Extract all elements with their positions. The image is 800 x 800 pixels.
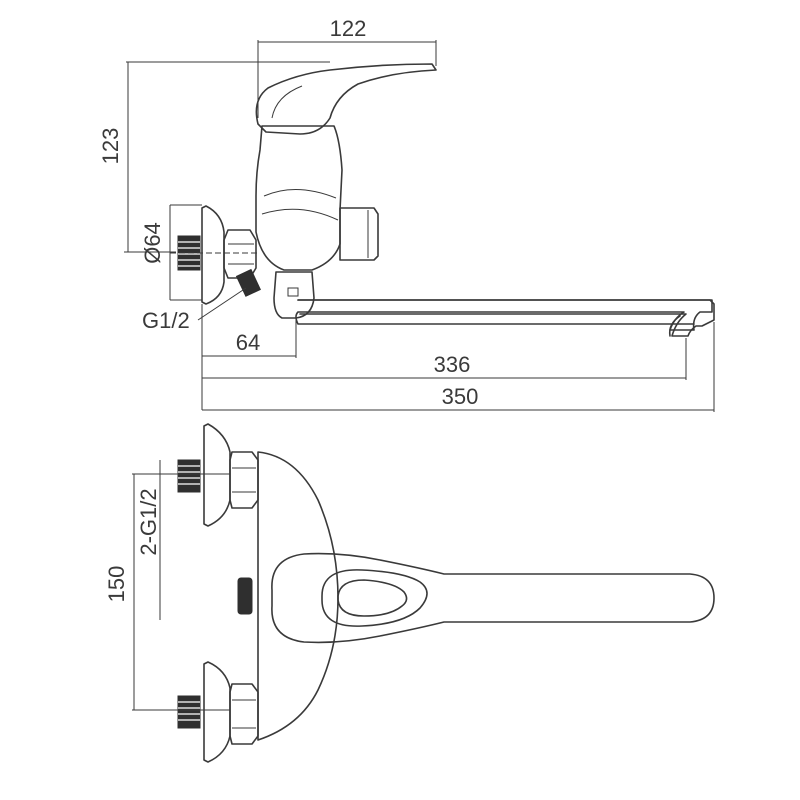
dim-inlet-thread: 2-G1/2 (136, 488, 161, 555)
front-inlet-top (177, 459, 201, 493)
dim-thread: G1/2 (142, 308, 190, 333)
mixer-body (255, 125, 343, 271)
front-adjust-screw (237, 577, 253, 615)
dim-overall-length: 350 (442, 384, 479, 409)
front-lever-recess (321, 569, 428, 627)
dim-spout-reach: 336 (434, 352, 471, 377)
dim-width-total: 122 (330, 16, 367, 41)
dim-diameter: Ø64 (140, 222, 165, 264)
dim-height: 123 (98, 128, 123, 165)
front-mixer-body (257, 451, 339, 741)
spout-collar (273, 271, 315, 319)
lever-handle (255, 63, 437, 135)
wall-flange (201, 205, 225, 305)
front-flange-bottom (203, 661, 231, 763)
front-nut-bottom (229, 683, 259, 745)
spout (295, 299, 713, 331)
front-lever (271, 552, 715, 644)
dim-depth: 64 (236, 330, 260, 355)
adjust-screw (235, 268, 261, 297)
front-inlet-bottom (177, 695, 201, 729)
side-view: 122 123 Ø64 G1/2 64 336 350 (98, 16, 715, 412)
front-flange-top (203, 423, 231, 527)
diverter-block (339, 207, 379, 261)
front-view: 150 2-G1/2 (104, 423, 715, 763)
front-nut-top (229, 451, 259, 509)
dim-center-distance: 150 (104, 566, 129, 603)
